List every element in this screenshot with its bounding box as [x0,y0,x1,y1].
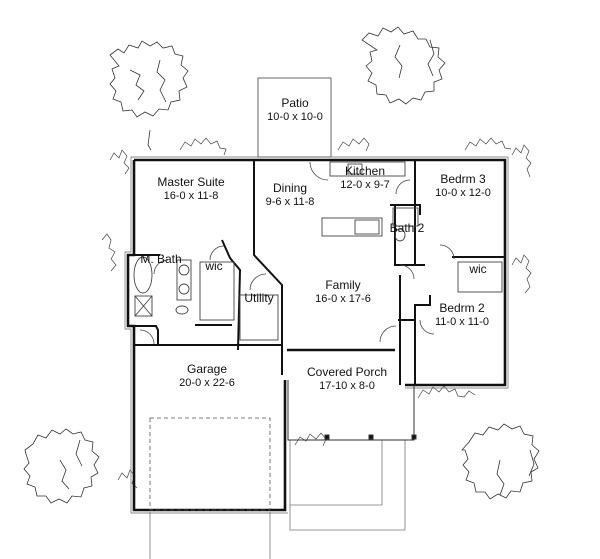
exterior-walls [126,158,507,512]
room-dims: 12-0 x 9-7 [340,178,390,191]
room-dims: 16-0 x 17-6 [315,292,371,305]
tree-icon [23,428,100,504]
exterior-outline [124,156,509,514]
room-dims: 9-6 x 11-8 [265,195,315,208]
room-dims: 17-10 x 8-0 [319,379,375,392]
room-name: M. Bath [140,252,182,266]
tree-icon [109,40,189,151]
room-name: Master Suite [157,175,225,189]
door-swings [139,161,455,345]
room-name: Bath 2 [389,221,425,235]
room-bath2: Bath 2 [389,221,425,236]
room-name: Covered Porch [306,365,388,379]
room-wic-master: wic [205,259,223,274]
room-name: Utility [244,291,274,305]
room-dims: 16-0 x 11-8 [163,189,219,202]
room-garage: Garage 20-0 x 22-6 [179,362,235,389]
room-dims: 10-0 x 10-0 [267,110,323,123]
room-dims: 11-0 x 11-0 [434,315,490,328]
room-covered-porch: Covered Porch 17-10 x 8-0 [306,365,388,392]
room-patio: Patio 10-0 x 10-0 [267,96,323,123]
room-bedrm3: Bedrm 3 10-0 x 12-0 [435,172,491,199]
room-dining: Dining 9-6 x 11-8 [265,181,315,208]
driveway [149,440,406,559]
room-bedrm2: Bedrm 2 11-0 x 11-0 [434,301,490,328]
room-family: Family 16-0 x 17-6 [315,278,371,305]
tree-icon [361,26,446,105]
room-master-suite: Master Suite 16-0 x 11-8 [157,175,225,202]
room-name: Bedrm 3 [440,172,486,186]
room-kitchen: Kitchen 12-0 x 9-7 [340,164,390,191]
garage-door [149,417,271,511]
room-name: Dining [272,181,308,195]
room-utility: Utility [244,291,274,306]
room-master-bath: M. Bath [140,252,182,267]
room-dims: 20-0 x 22-6 [179,376,235,389]
room-name: wic [469,262,487,276]
room-name: Kitchen [344,164,386,178]
kitchen-counters [321,161,406,237]
room-wic-bedrm3: wic [469,262,487,277]
bath-fixtures [133,207,503,341]
interior-walls [134,160,505,385]
room-name: wic [205,259,223,273]
tree-icon [461,423,540,500]
porch-outline [287,380,417,441]
room-name: Garage [186,362,228,376]
shrub-icon [101,137,532,489]
room-name: Patio [281,96,309,110]
room-name: Bedrm 2 [439,301,485,315]
room-dims: 10-0 x 12-0 [435,186,491,199]
room-name: Family [325,278,361,292]
